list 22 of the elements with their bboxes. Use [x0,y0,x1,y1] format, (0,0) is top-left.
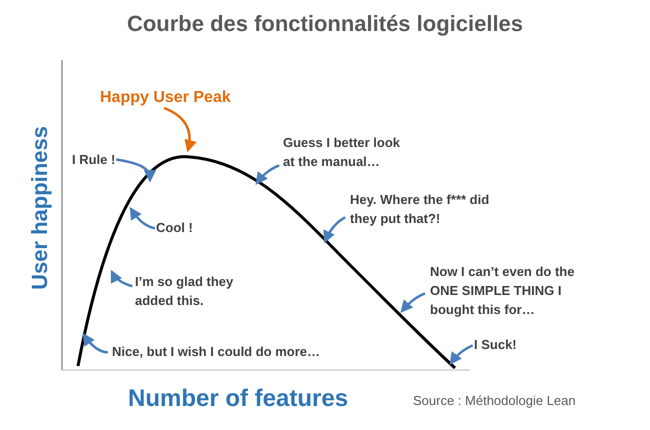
annotation-text: Hey. Where the f*** did they put that?! [350,190,510,228]
source-note: Source : Méthodologie Lean [413,392,577,410]
leader-arrow [116,158,156,182]
x-axis-label: Number of features [128,384,350,414]
leader-arrow [324,216,346,244]
annotation-text: I Suck! [474,335,517,354]
annotation-text: Now I can’t even do the ONE SIMPLE THING I bought this for… [430,262,598,319]
annotation-text: Guess I better look at the manual… [283,133,411,171]
chart-title: Courbe des fonctionnalités logicielles [126,10,524,38]
leader-arrow [110,270,133,288]
annotation-text: I Rule ! [72,150,116,169]
annotation-text: Nice, but I wish I could do more… [112,342,320,361]
peak-label: Happy User Peak [100,88,231,107]
leader-arrow [164,106,196,152]
y-axis-label: User happiness [27,125,53,292]
annotation-text: I’m so glad they added this. [135,272,265,310]
leader-arrow [400,292,426,313]
leader-arrow [256,164,280,186]
leader-arrow [82,332,108,354]
leader-arrow [450,344,474,366]
annotation-text: Cool ! [156,218,193,237]
leader-arrow [130,206,156,230]
